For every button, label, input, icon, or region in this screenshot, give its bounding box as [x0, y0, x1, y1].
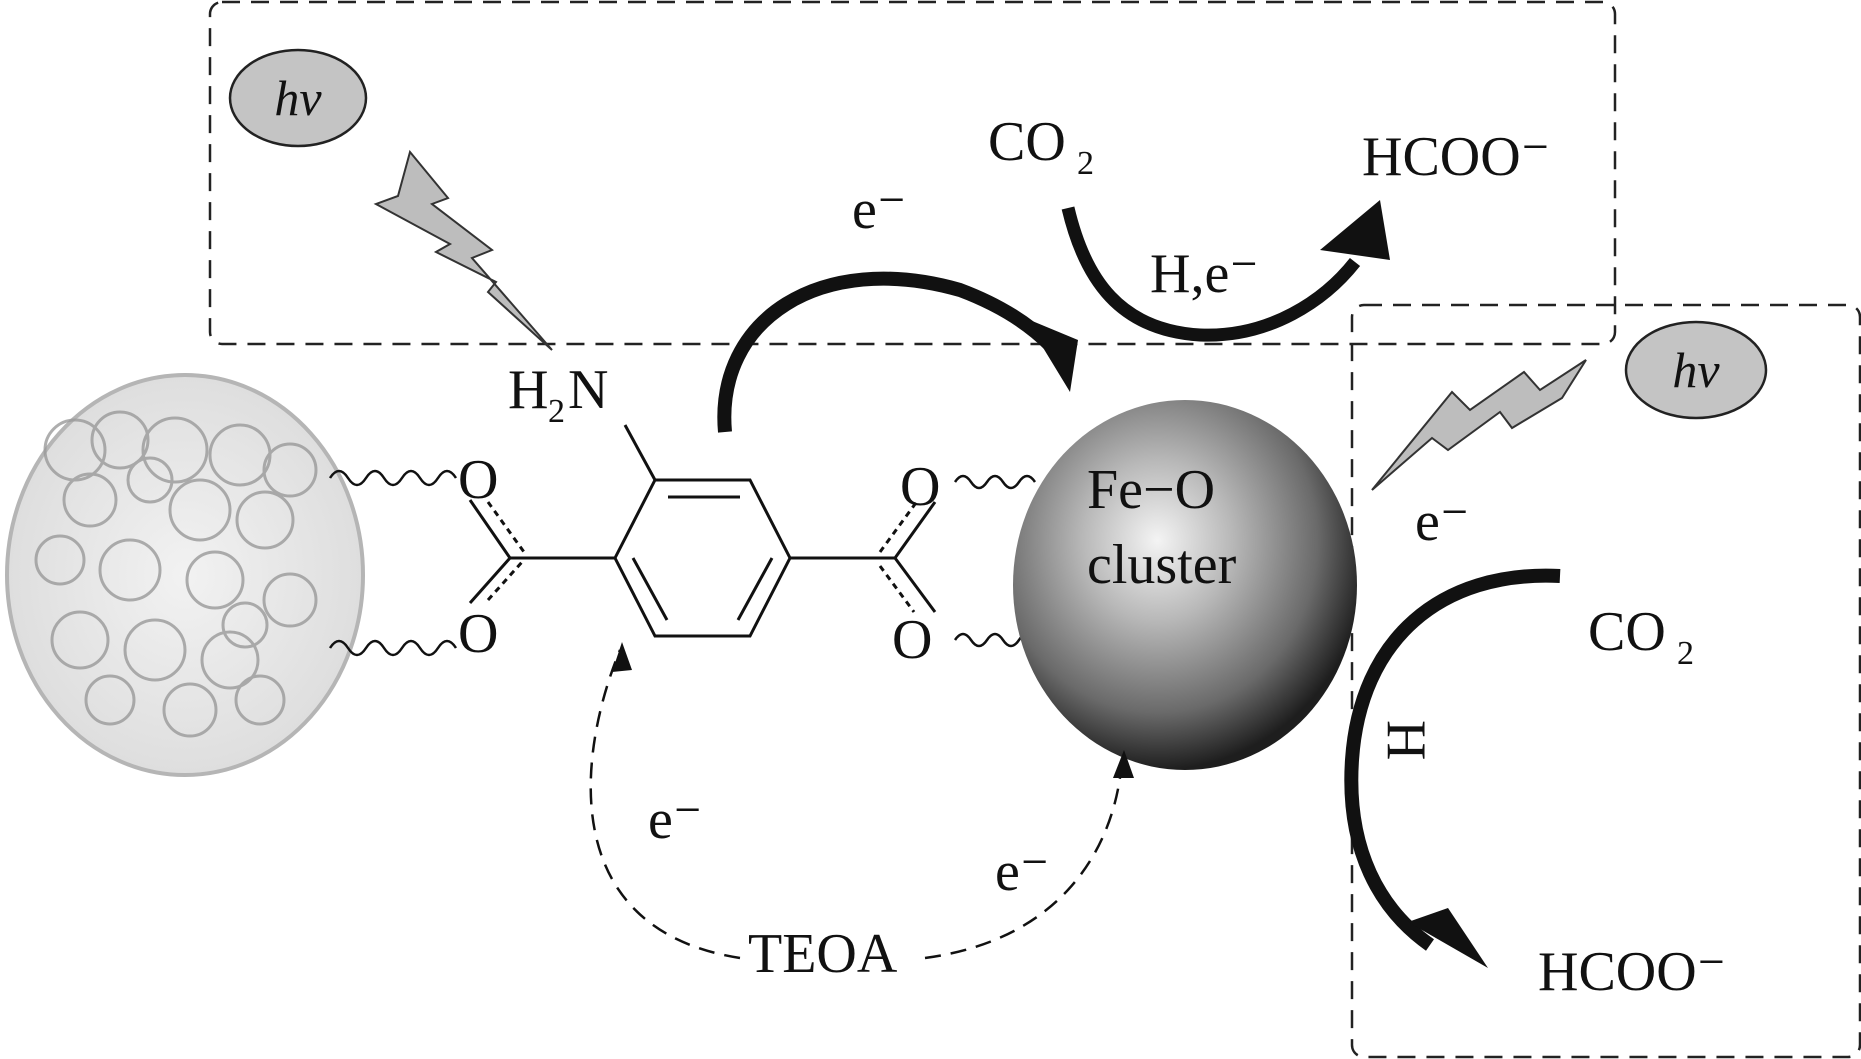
light-label-right: hv	[1672, 342, 1720, 398]
svg-text:2: 2	[548, 393, 565, 430]
svg-text:CO: CO	[988, 111, 1066, 173]
hcoo-label-top: HCOO⁻	[1362, 126, 1550, 188]
hcoo-label-right: HCOO⁻	[1538, 941, 1726, 1003]
arrowhead-teoa-to-linker	[612, 642, 632, 672]
teoa-label: TEOA	[748, 923, 898, 985]
electron-label-lower-left: e⁻	[648, 789, 702, 851]
arrowhead-teoa-to-cluster	[1113, 750, 1134, 778]
svg-text:CO: CO	[1588, 601, 1666, 663]
electron-label-lower-right: e⁻	[995, 841, 1049, 903]
light-label-top: hv	[274, 70, 322, 126]
fe-o-cluster-sphere	[1013, 400, 1357, 770]
cluster-label-line2: cluster	[1087, 534, 1237, 596]
co2-label-right: CO 2	[1588, 601, 1694, 672]
wavy-bond-upper-left	[328, 469, 458, 487]
co2-reduction-arrow-right	[1344, 568, 1561, 951]
svg-text:N: N	[568, 359, 608, 421]
amine-bond	[623, 424, 657, 481]
teoa-to-cluster-dashed-arrow	[924, 759, 1124, 960]
svg-text:2: 2	[1677, 635, 1694, 672]
cluster-label-line1: Fe−O	[1087, 459, 1215, 521]
right-reduction-label: H	[1375, 720, 1437, 760]
mof-particle-image	[5, 373, 365, 777]
arrowhead-co2-reduction-top	[1320, 200, 1390, 260]
co2-reduction-arrow-top	[1061, 206, 1361, 342]
svg-text:2: 2	[1077, 145, 1094, 182]
amine-label: H 2 N	[508, 359, 608, 430]
light-ellipse-top	[228, 48, 368, 148]
svg-text:H: H	[508, 359, 548, 421]
electron-label-right: e⁻	[1415, 491, 1469, 553]
right-reaction-box	[1350, 303, 1861, 1059]
light-ellipse-right	[1624, 320, 1768, 420]
co2-label-top: CO 2	[988, 111, 1094, 182]
oxygen-label-right-upper: O	[900, 456, 940, 518]
left-carboxylate	[468, 499, 615, 604]
lightning-bolt-right	[1371, 359, 1587, 491]
lightning-bolt-top	[373, 149, 553, 351]
arrowhead-co2-reduction-right	[1408, 908, 1488, 968]
wavy-bond-lower-left	[328, 639, 458, 657]
oxygen-label-left-lower: O	[458, 603, 498, 665]
right-carboxylate	[790, 499, 937, 613]
top-reduction-label: H,e⁻	[1150, 243, 1259, 305]
oxygen-label-right-lower: O	[892, 609, 932, 671]
arrowhead-linker-to-cluster	[1025, 318, 1078, 392]
oxygen-label-left-upper: O	[458, 449, 498, 511]
benzene-ring	[613, 478, 792, 638]
electron-transfer-arrow-linker-to-cluster	[717, 271, 1055, 433]
wavy-bond-upper-right	[953, 474, 1037, 490]
teoa-to-linker-dashed-arrow	[589, 649, 741, 960]
electron-label-top: e⁻	[852, 179, 906, 241]
